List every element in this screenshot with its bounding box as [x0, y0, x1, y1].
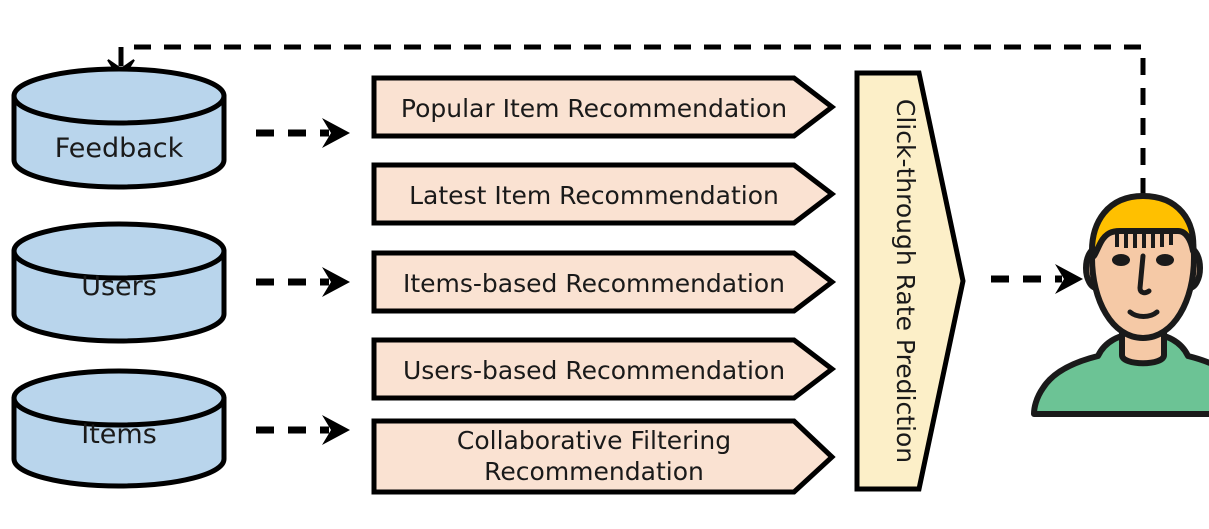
items-arrow-head	[322, 415, 350, 445]
database-items-label: Items	[81, 419, 157, 450]
recommender-users-based-label: Users-based Recommendation	[403, 356, 785, 385]
items-cylinder-top	[11, 368, 227, 428]
connector-items-to-collaborative	[256, 415, 350, 445]
avatar-eye-left	[1112, 254, 1130, 266]
recommender-items-based-label: Items-based Recommendation	[403, 269, 785, 298]
recommender-popular-item-shape	[371, 75, 837, 139]
connector-feedback-to-popular	[256, 118, 350, 148]
avatar-hair-fringe	[1115, 231, 1173, 248]
recommender-items-based[interactable]: Items-based Recommendation	[371, 250, 837, 314]
avatar-eye-right	[1156, 254, 1174, 266]
avatar-mouth	[1127, 309, 1160, 319]
database-items[interactable]: Items	[11, 368, 227, 489]
database-users-label: Users	[81, 271, 157, 302]
recommender-popular-item[interactable]: Popular Item Recommendation	[371, 75, 837, 139]
recommender-popular-item-label: Popular Item Recommendation	[401, 94, 787, 123]
avatar-nose	[1137, 253, 1152, 296]
recommender-items-based-shape	[371, 250, 837, 314]
users-arrow-head	[322, 267, 350, 297]
feedback-cylinder-top	[11, 66, 227, 126]
recommender-latest-item-shape	[371, 162, 837, 226]
ctr-prediction-block[interactable]: Click-through Rate Prediction	[854, 70, 966, 492]
database-users[interactable]: Users	[11, 221, 227, 344]
recommender-users-based[interactable]: Users-based Recommendation	[371, 337, 837, 401]
avatar-hair	[1088, 193, 1197, 260]
connector-users-to-items-based	[256, 267, 350, 297]
ctr-user-arrow-head	[1055, 264, 1083, 294]
recommender-latest-item[interactable]: Latest Item Recommendation	[371, 162, 837, 226]
feedback-arrow-head	[322, 118, 350, 148]
users-cylinder-top	[11, 221, 227, 281]
connector-ctr-to-user	[991, 264, 1083, 294]
database-feedback-label: Feedback	[55, 133, 184, 164]
ctr-prediction-label: Click-through Rate Prediction	[891, 99, 920, 463]
recommender-users-based-shape	[371, 337, 837, 401]
ctr-prediction-shape	[854, 70, 966, 492]
recommender-collaborative-filtering-label-line2: Recommendation	[484, 457, 704, 486]
recommender-collaborative-filtering[interactable]: Collaborative Filtering Recommendation	[371, 418, 836, 495]
recommender-collaborative-filtering-label-line1: Collaborative Filtering	[457, 426, 731, 455]
database-feedback[interactable]: Feedback	[11, 66, 227, 190]
recommender-latest-item-label: Latest Item Recommendation	[409, 181, 779, 210]
recommender-collaborative-filtering-shape	[371, 418, 836, 495]
end-user-avatar[interactable]	[1031, 193, 1209, 417]
